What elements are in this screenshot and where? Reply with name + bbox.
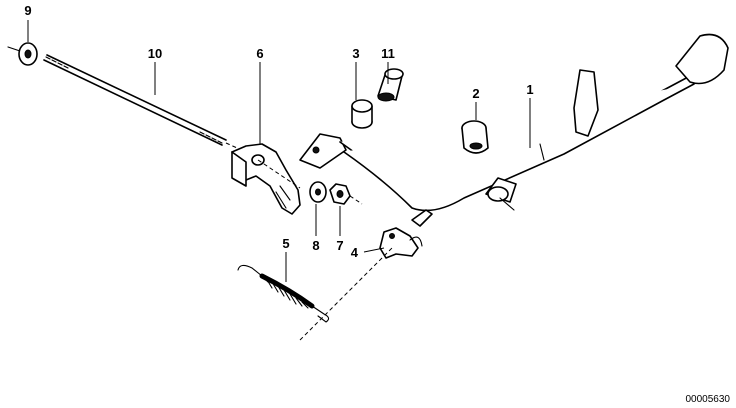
callout-11: 11 (381, 46, 395, 61)
callout-10: 10 (148, 46, 162, 61)
callout-1: 1 (526, 82, 533, 97)
callout-5: 5 (282, 236, 289, 251)
callout-2: 2 (472, 86, 479, 101)
drawing-part-number: 00005630 (686, 394, 731, 405)
nut-7 (329, 183, 363, 205)
callout-4: 4 (351, 245, 359, 260)
callout-7: 7 (336, 238, 343, 253)
rubber-bushing-2 (461, 120, 489, 154)
washer-9 (7, 42, 38, 66)
pivot-bracket-6 (231, 143, 301, 215)
stand-lever-1 (299, 33, 729, 227)
bushing-3 (351, 99, 373, 129)
threaded-rod-10 (43, 54, 247, 153)
pin-11 (377, 68, 404, 102)
tension-spring-5 (237, 264, 330, 323)
callout-3: 3 (352, 46, 359, 61)
callout-9: 9 (24, 3, 31, 18)
callout-6: 6 (256, 46, 263, 61)
callout-8: 8 (312, 238, 319, 253)
washer-8 (309, 181, 327, 203)
